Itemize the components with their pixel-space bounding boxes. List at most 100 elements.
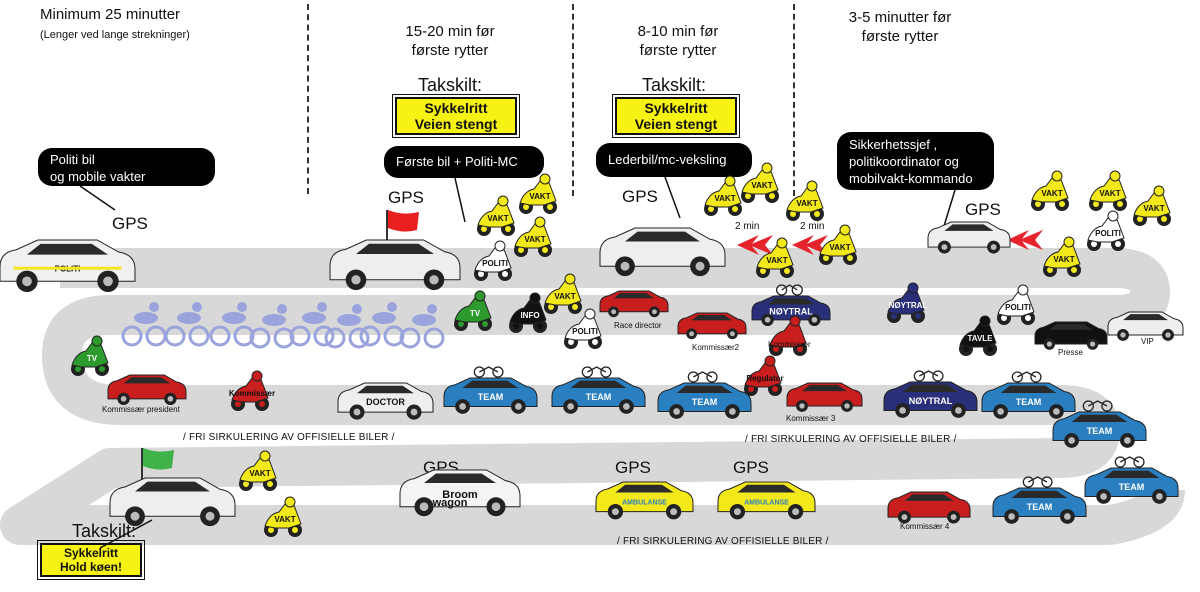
- car-label: Broom: [442, 489, 478, 501]
- chevron-left-icon: [737, 235, 773, 255]
- car-label: TEAM: [1087, 426, 1113, 436]
- vakt-moto-1-label: VAKT: [529, 192, 550, 201]
- vakt-moto-4-label: VAKT: [714, 194, 735, 203]
- car-label: TEAM: [692, 397, 718, 407]
- vakt-moto-1: VAKT: [519, 173, 557, 214]
- vakt-moto-6: VAKT: [756, 237, 794, 278]
- col1-title: Minimum 25 minutter: [40, 6, 181, 23]
- politi-moto-2: POLITI: [1087, 210, 1125, 251]
- team-car-6: TEAM: [992, 476, 1087, 524]
- fri-sirkulering-2: / FRI SIRKULERING AV OFFISIELLE BILER /: [745, 434, 957, 445]
- vakt-moto-8-label: VAKT: [1041, 189, 1062, 198]
- tv-moto-2-label: TV: [87, 354, 98, 363]
- caption-presse: Presse: [1058, 348, 1083, 357]
- kommissaer-moto-2-label: Kommissær: [229, 389, 275, 398]
- column-separator-3: [793, 4, 795, 196]
- vakt-moto-5-label: VAKT: [796, 199, 817, 208]
- car-label: TEAM: [478, 392, 504, 402]
- politi-moto-3-label: POLITI: [572, 327, 598, 336]
- vakt-moto-end-1: VAKT: [239, 450, 277, 491]
- tv-moto-1-label: TV: [470, 309, 481, 318]
- gps-label-4: GPS: [965, 200, 1001, 219]
- team-car-5: TEAM: [1052, 400, 1147, 448]
- col2-title: 15-20 min før første rytter: [405, 23, 495, 59]
- vakt-moto-11: VAKT: [1043, 236, 1081, 277]
- vakt-moto-10-label: VAKT: [1143, 204, 1164, 213]
- peloton-riders: [121, 302, 445, 349]
- neutral-car-2: NØYTRAL: [883, 370, 978, 418]
- neutral-car-1: NØYTRAL: [751, 284, 831, 327]
- last-car: [109, 477, 236, 527]
- tavle-moto: TAVLE: [959, 315, 997, 356]
- first-car: [329, 239, 461, 291]
- regulator-moto: Regulator: [744, 355, 784, 396]
- gps-label-7: GPS: [733, 458, 769, 477]
- politi-moto-3: POLITI: [564, 308, 602, 349]
- doctor-car: DOCTOR: [337, 382, 434, 420]
- team-car-1: TEAM: [443, 366, 538, 414]
- vakt-moto-9: VAKT: [1089, 170, 1127, 211]
- politi-moto-1: POLITI: [474, 240, 512, 281]
- bottom-sign-line1: Sykkelritt: [63, 546, 119, 560]
- vakt-moto-9-label: VAKT: [1099, 189, 1120, 198]
- security-chief-car: [927, 221, 1011, 254]
- car-label: AMBULANSE: [744, 500, 789, 507]
- police-car-lead: POLITI: [0, 239, 136, 293]
- caption-kommissaer-mc: Kommissær: [768, 340, 811, 349]
- bubble-lederbil: Lederbil/mc-veksling: [596, 143, 752, 177]
- caption-kommissaer-president: Kommissær president: [102, 405, 180, 414]
- hold-queue-sign: Sykkelritt Hold køen!: [37, 540, 145, 580]
- gap-label-1: 2 min: [735, 221, 760, 232]
- politi-moto-4: POLITI: [997, 284, 1035, 325]
- car-label: NØYTRAL: [909, 396, 953, 406]
- gps-label-1: GPS: [112, 214, 148, 233]
- info-moto-label: INFO: [520, 311, 539, 320]
- broom-wagon: Broom: [399, 469, 521, 517]
- vakt-moto-2: VAKT: [514, 216, 552, 257]
- race-director-car: [599, 290, 669, 318]
- column-separator-1: [307, 4, 309, 194]
- kommissaer-moto-1: [769, 315, 807, 356]
- takskilt-label-bottom: Takskilt:: [72, 521, 137, 541]
- road-closed-sign-2: Sykkelritt Veien stengt: [612, 94, 740, 138]
- neutral-moto-label: NØYTRAL: [889, 301, 928, 310]
- tv-moto-1: TV: [454, 290, 492, 331]
- team-car-2: TEAM: [551, 366, 646, 414]
- column-separator-2: [572, 4, 574, 196]
- caption-kommissaer4: Kommissær 4: [900, 522, 950, 531]
- gps-label-6: GPS: [615, 458, 651, 477]
- vakt-moto-0: VAKT: [477, 195, 515, 236]
- gps-label-2: GPS: [388, 188, 424, 207]
- sign2-line2: Veien stengt: [634, 116, 718, 132]
- vip-car: [1107, 311, 1184, 341]
- vakt-moto-6-label: VAKT: [766, 256, 787, 265]
- car-label: TEAM: [586, 392, 612, 402]
- vakt-moto-10: VAKT: [1133, 185, 1171, 226]
- col4-title: 3-5 minutter før første rytter: [848, 9, 952, 45]
- chevron-left-icon: [1007, 230, 1043, 250]
- team-car-3: TEAM: [657, 371, 752, 419]
- info-moto: INFO: [509, 292, 547, 333]
- vakt-moto-0-label: VAKT: [487, 214, 508, 223]
- col3-title: 8-10 min før første rytter: [637, 23, 719, 59]
- road-closed-sign-1: Sykkelritt Veien stengt: [392, 94, 520, 138]
- vakt-moto-2-label: VAKT: [524, 235, 545, 244]
- lead-car: [599, 227, 726, 277]
- tavle-moto-label: TAVLE: [967, 334, 993, 343]
- kommissaer2-car: [677, 312, 747, 340]
- sign2-line1: Sykkelritt: [644, 100, 708, 116]
- sign1-line2: Veien stengt: [414, 116, 498, 132]
- kommissaer3-car: [786, 382, 863, 412]
- vakt-moto-8: VAKT: [1031, 170, 1069, 211]
- ambulance-2: AMBULANSE: [717, 481, 816, 520]
- car-label: DOCTOR: [366, 397, 405, 407]
- kommissaer-president-car: [107, 374, 187, 406]
- vakt-moto-mid-1: VAKT: [544, 273, 582, 314]
- vakt-moto-7-label: VAKT: [829, 243, 850, 252]
- broom-wagon-label-2: wagon: [432, 497, 468, 509]
- vakt-moto-7: VAKT: [819, 224, 857, 265]
- vakt-moto-5: VAKT: [786, 180, 824, 221]
- vakt-moto-end-1-label: VAKT: [249, 469, 270, 478]
- sign1-line1: Sykkelritt: [424, 100, 488, 116]
